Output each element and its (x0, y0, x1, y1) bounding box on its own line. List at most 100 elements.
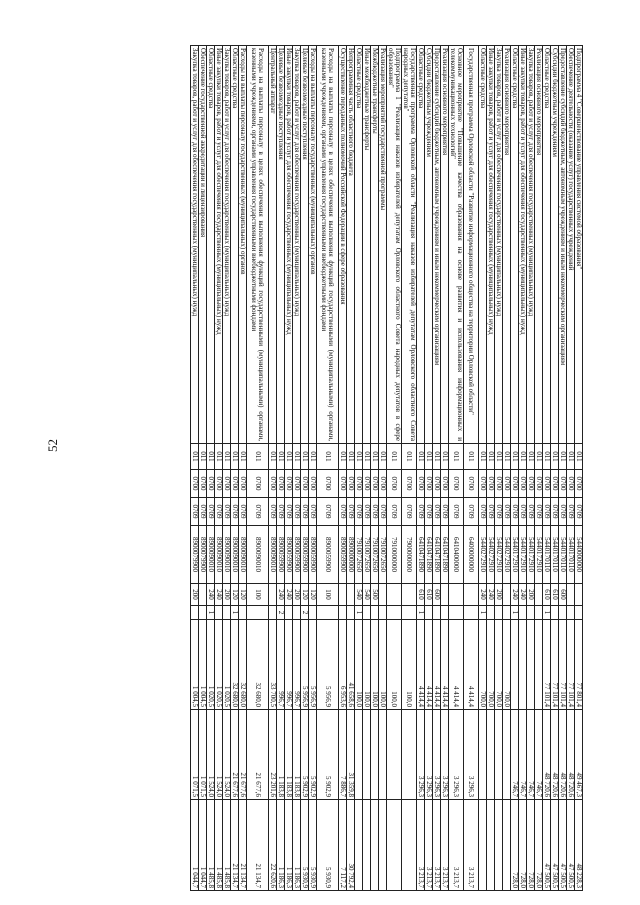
target-article-cell: 8900090010 (238, 525, 247, 584)
funding-source-cell (550, 605, 559, 620)
grbs-code-cell: 011 (338, 443, 347, 470)
grbs-code-cell: 011 (448, 443, 464, 470)
grbs-code-cell: 011 (432, 443, 441, 470)
amount-year-3-cell: 5 930,9 (300, 799, 309, 891)
amount-year-1-cell: 700,0 (502, 619, 511, 710)
amount-year-1-cell: 41 658,6 (346, 619, 355, 710)
grbs-code-cell: 011 (222, 443, 231, 470)
expense-type-cell (268, 583, 277, 606)
amount-year-2-cell: 746,7 (534, 709, 543, 800)
grbs-code-cell: 011 (401, 443, 417, 470)
funding-source-cell (284, 605, 293, 620)
row-name-cell: Целевые безвозмездные поступления (276, 45, 285, 444)
amount-year-3-cell: 3 213,7 (432, 799, 441, 891)
expense-type-cell: 120 (308, 583, 317, 606)
section-code-cell: 0700 (230, 469, 239, 498)
amount-year-2-cell: 21 677,6 (238, 709, 247, 800)
subsection-code-cell: 0709 (190, 497, 199, 526)
section-code-cell: 0700 (550, 469, 559, 498)
funding-source-cell: 1 (230, 605, 239, 620)
subsection-code-cell: 0709 (308, 497, 317, 526)
subsection-code-cell: 0709 (416, 497, 425, 526)
grbs-code-cell: 011 (206, 443, 215, 470)
amount-year-2-cell: 49 467,3 (574, 709, 583, 800)
funding-source-cell (190, 605, 199, 620)
target-article-cell: 8900090010 (214, 525, 223, 584)
funding-source-cell (440, 605, 449, 620)
target-article-cell: 5440172910 (510, 525, 519, 584)
grbs-code-cell: 011 (510, 443, 519, 470)
funding-source-cell (246, 605, 269, 620)
funding-source-cell: 1 (542, 605, 551, 620)
target-article-cell: 7910072650 (362, 525, 371, 584)
grbs-code-cell: 011 (558, 443, 567, 470)
subsection-code-cell: 0709 (424, 497, 433, 526)
target-article-cell: 7900000000 (401, 525, 417, 584)
amount-year-3-cell: 1 186,3 (292, 799, 301, 891)
amount-year-1-cell: 1 020,5 (214, 619, 223, 710)
expense-type-cell: 540 (362, 583, 371, 606)
subsection-code-cell: 0709 (292, 497, 301, 526)
amount-year-3-cell: 48 228,3 (574, 799, 583, 891)
funding-source-cell: 2 (276, 605, 285, 620)
subsection-code-cell: 0709 (494, 497, 503, 526)
amount-year-3-cell (362, 799, 371, 891)
section-code-cell: 0700 (574, 469, 583, 498)
section-code-cell: 0700 (448, 469, 464, 498)
section-code-cell: 0700 (566, 469, 575, 498)
section-code-cell: 0700 (206, 469, 215, 498)
expense-type-cell: 610 (550, 583, 559, 606)
table-row: Закупка товаров, работ и услуг для обесп… (292, 45, 301, 891)
section-code-cell: 0700 (486, 469, 495, 498)
amount-year-2-cell: 1 524,0 (214, 709, 223, 800)
target-article-cell: 8900059900 (292, 525, 301, 584)
subsection-code-cell: 0709 (401, 497, 417, 526)
target-article-cell: 5440172910 (526, 525, 535, 584)
amount-year-3-cell: 5 930,9 (316, 799, 339, 891)
table-row: Основное мероприятие "Повышение качества… (448, 45, 464, 891)
funding-source-cell (238, 605, 247, 620)
amount-year-3-cell: 3 213,7 (416, 799, 425, 891)
amount-year-3-cell (370, 799, 379, 891)
row-name-cell: Реализация мероприятий государственной п… (378, 45, 387, 444)
subsection-code-cell: 0709 (574, 497, 583, 526)
row-name-cell: Подпрограмма 4 "Совершенствование управл… (574, 45, 583, 444)
amount-year-3-cell: 47 500,5 (550, 799, 559, 891)
amount-year-3-cell (502, 799, 511, 891)
row-name-cell: Целевые безвозмездные поступления (300, 45, 309, 444)
target-article-cell: 6410471890 (416, 525, 425, 584)
grbs-code-cell: 011 (463, 443, 479, 470)
expense-type-cell: 610 (424, 583, 433, 606)
table-row: Осуществление переданных полномочий Росс… (338, 45, 347, 891)
expense-type-cell (502, 583, 511, 606)
amount-year-2-cell: 5 902,9 (300, 709, 309, 800)
row-name-cell: Областные средства (354, 45, 363, 444)
target-article-cell: 8900059900 (316, 525, 339, 584)
amount-year-3-cell: 1 044,7 (198, 799, 207, 891)
amount-year-1-cell: 32 680,0 (238, 619, 247, 710)
amount-year-3-cell: 3 213,7 (448, 799, 464, 891)
amount-year-2-cell (362, 709, 371, 800)
amount-year-1-cell: 1 020,5 (206, 619, 215, 710)
section-code-cell: 0700 (190, 469, 199, 498)
funding-source-cell (370, 605, 379, 620)
grbs-code-cell: 011 (574, 443, 583, 470)
row-name-cell: Расходы на выплаты персоналу в целях обе… (316, 45, 339, 444)
amount-year-1-cell: 5 956,9 (316, 619, 339, 710)
grbs-code-cell: 011 (440, 443, 449, 470)
amount-year-2-cell: 48 720,6 (566, 709, 575, 800)
table-row: Иные закупки товаров, работ и услуг для … (486, 45, 495, 891)
amount-year-1-cell: 100,0 (354, 619, 363, 710)
amount-year-1-cell: 100,0 (401, 619, 417, 710)
row-name-cell: Иные закупки товаров, работ и услуг для … (214, 45, 223, 444)
row-name-cell: Обеспечение государственной аккредитации… (198, 45, 207, 444)
amount-year-2-cell: 48 720,6 (558, 709, 567, 800)
target-article-cell: 5440170110 (550, 525, 559, 584)
amount-year-2-cell: 3 296,3 (432, 709, 441, 800)
subsection-code-cell: 0709 (338, 497, 347, 526)
funding-source-cell (401, 605, 417, 620)
target-article-cell: 5440272910 (502, 525, 511, 584)
amount-year-1-cell: 6 953,6 (338, 619, 347, 710)
